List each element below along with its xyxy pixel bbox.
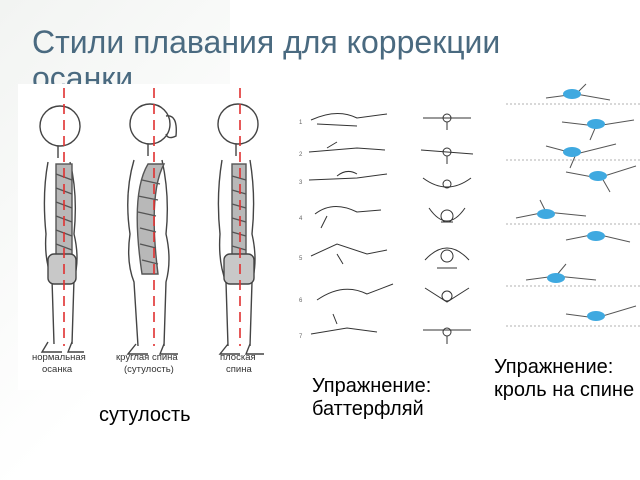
caption-backstroke: Упражнение: кроль на спине — [494, 356, 635, 401]
row-number-3: 3 — [299, 180, 303, 186]
backstroke-sequence-illustration — [506, 82, 640, 340]
row-number-7: 7 — [299, 334, 303, 340]
row-number-5: 5 — [299, 256, 303, 262]
posture-illustration: нормальная осанка круглая спина (сутулос… — [18, 84, 285, 390]
row-number-4: 4 — [299, 216, 303, 222]
label-flat-1: плоская — [220, 352, 256, 363]
caption-stoop: сутулость — [99, 404, 191, 426]
slide-title: Стили плавания для коррекции осанки — [32, 24, 501, 96]
label-round-1: круглая спина — [116, 352, 178, 363]
caption-butterfly: Упражнение: баттерфляй — [312, 375, 432, 420]
butterfly-sequence-illustration: 1 2 3 4 5 6 7 — [297, 104, 490, 347]
label-flat-2: спина — [226, 364, 252, 375]
label-normal-1: нормальная — [32, 352, 86, 363]
label-round-2: (сутулость) — [124, 364, 174, 375]
label-normal-2: осанка — [42, 364, 73, 375]
row-number-1: 1 — [299, 120, 303, 126]
plumb-lines — [63, 88, 241, 346]
figure-normal-posture — [39, 105, 84, 353]
row-number-6: 6 — [299, 298, 303, 304]
row-number-2: 2 — [299, 152, 303, 158]
figure-flat-back — [217, 103, 264, 355]
butterfly-sketches — [308, 113, 474, 344]
backstroke-sketches — [515, 83, 637, 319]
butterfly-front-views — [420, 113, 474, 344]
figure-round-back — [126, 103, 178, 355]
backstroke-swimmers — [537, 89, 607, 321]
